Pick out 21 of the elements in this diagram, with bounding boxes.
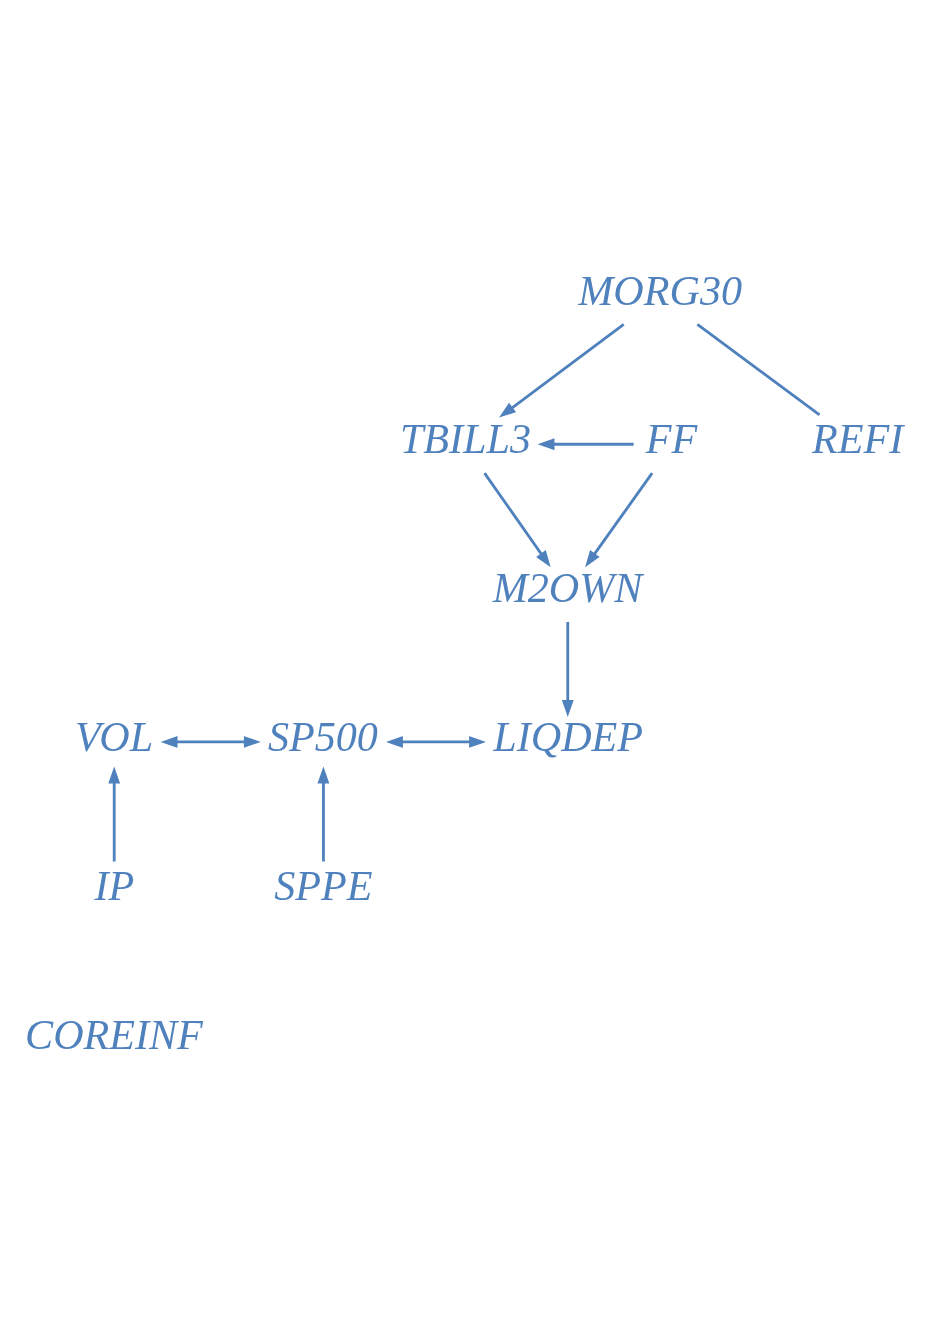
node-text: VOL (74, 713, 154, 761)
node-text: M2OWN (492, 564, 643, 612)
node-text: SPPE (274, 861, 373, 909)
arrow (537, 438, 634, 451)
arrow (499, 323, 625, 418)
node-text: IP (94, 861, 135, 909)
arrow (483, 472, 551, 568)
node-text: SP500 (267, 713, 378, 761)
arrow (561, 621, 574, 717)
connector (696, 323, 821, 417)
arrow (108, 766, 121, 862)
node-text: REFI (812, 415, 904, 463)
arrow (585, 472, 654, 568)
node-text: TBILL3 (399, 415, 532, 463)
node-text: FF (645, 415, 698, 463)
arrow (160, 736, 261, 748)
node-text: MORG30 (578, 266, 743, 314)
node-text: LIQDEP (493, 713, 644, 761)
arrow (386, 736, 487, 748)
arrow (317, 766, 330, 862)
node-text: COREINF (25, 1010, 203, 1058)
